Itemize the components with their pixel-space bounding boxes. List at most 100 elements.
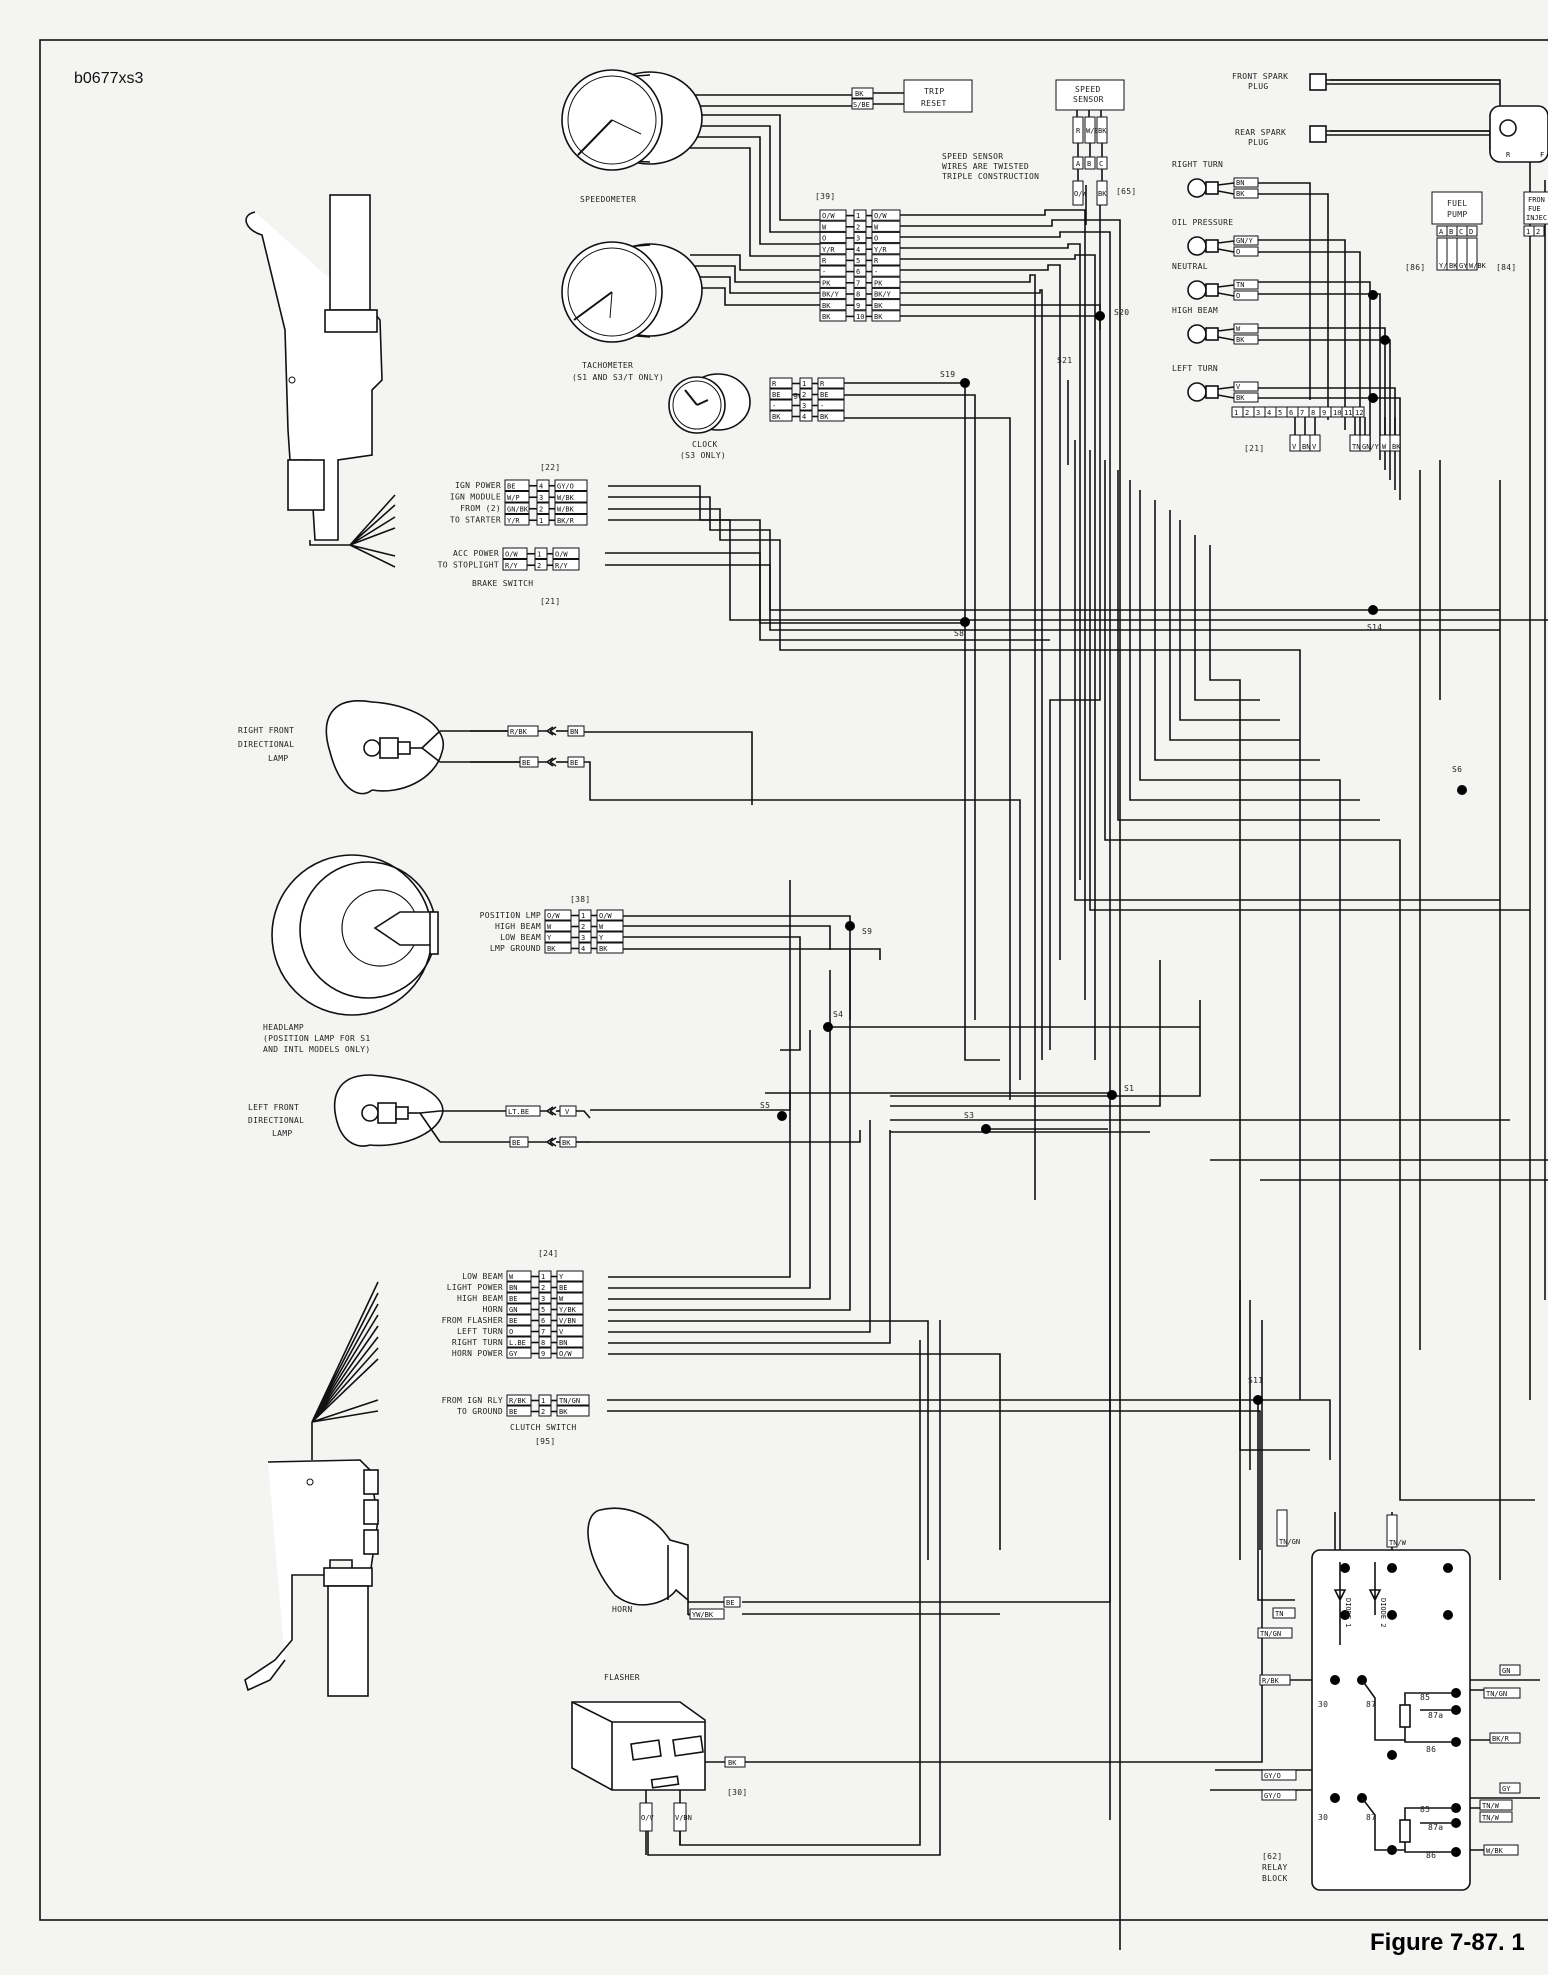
connector-id: [39]: [815, 192, 835, 201]
wire-color-text: TN/GN: [1279, 1538, 1300, 1546]
trip-reset-label: RESET: [921, 99, 947, 108]
relay-terminal: 85: [1420, 1805, 1430, 1814]
wire-color-text: V/BN: [559, 1317, 576, 1325]
wire-color-text: GY/O: [1264, 1792, 1281, 1800]
wire-color-text: O/W: [505, 551, 518, 559]
left-front-lamp-label: LEFT FRONT: [248, 1103, 299, 1112]
connector-pin-label: HORN POWER: [452, 1349, 503, 1358]
wire-color-text: GY/O: [557, 483, 574, 491]
wire-color-text: BK: [772, 413, 781, 421]
wire-color-text: GY/O: [1264, 1772, 1281, 1780]
wire-color-text: BN: [1302, 443, 1310, 451]
indicator-label: HIGH BEAM: [1172, 306, 1218, 315]
splice-label: S3: [964, 1111, 974, 1120]
wire-color: [1233, 381, 1259, 392]
rear-spark-plug-label: REAR SPARK: [1235, 128, 1286, 137]
pin-number-text: 4: [581, 945, 585, 953]
wire-color-text: BK: [547, 945, 556, 953]
wire-color: [871, 220, 901, 232]
wire-color-text: BK: [822, 302, 831, 310]
rear-spark-plug-label: PLUG: [1248, 138, 1268, 147]
left-front-lamp-label: LAMP: [272, 1129, 292, 1138]
pin-number-text: 12: [1355, 409, 1363, 417]
fuel-injector-label: FRON: [1528, 196, 1545, 204]
wire-color-text: R: [820, 380, 825, 388]
wire-color: [1479, 1811, 1513, 1823]
wire-color-text: TN/GN: [1260, 1630, 1281, 1638]
horn-label: HORN: [612, 1605, 632, 1614]
wire-color: [556, 1394, 590, 1406]
wire-color-text: O/W: [822, 212, 835, 220]
wire-color: [596, 920, 624, 932]
wire-color-text: O/W: [559, 1350, 572, 1358]
wire-color: [1479, 1799, 1513, 1811]
pin-number-text: 1: [856, 212, 860, 220]
wire-color: [554, 491, 588, 503]
wire-color: [817, 399, 845, 411]
pin-number-text: 9: [541, 1350, 545, 1358]
wire-color: [1259, 1674, 1291, 1686]
connector-pin-label: FROM FLASHER: [442, 1316, 503, 1325]
wire-color-text: BK: [1236, 394, 1245, 402]
wire-color-text: BE: [559, 1284, 567, 1292]
wire-color: [1389, 434, 1401, 452]
pin-number-text: 8: [856, 291, 860, 299]
wire-color-text: Y/BK: [559, 1306, 577, 1314]
wire-color: [1359, 434, 1371, 452]
wire-color-text: BE: [509, 1408, 517, 1416]
wire-color: [1233, 235, 1259, 246]
wire-color: [1309, 434, 1321, 452]
splice-label: S19: [940, 370, 955, 379]
wire-color: BE: [570, 759, 578, 767]
wire-color-text: W/BK: [557, 506, 575, 514]
wire-color: [556, 1270, 584, 1282]
pin-number-text: 1: [1234, 409, 1238, 417]
wire-color: [554, 502, 588, 514]
sensor-note: TRIPLE CONSTRUCTION: [942, 172, 1039, 181]
ref-id: b0677xs3: [74, 70, 143, 87]
relay-terminal: 87a: [1428, 1711, 1443, 1720]
wire-color-text: TN/GN: [559, 1397, 580, 1405]
speed-sensor-label: SPEED: [1075, 85, 1101, 94]
splice-label: S21: [1057, 356, 1072, 365]
sensor-note: WIRES ARE TWISTED: [942, 162, 1029, 171]
svg-text:A: A: [1076, 160, 1081, 168]
wire-color-text: O/W: [555, 551, 568, 559]
connector-id: [30]: [727, 1788, 747, 1797]
wire-color-text: R: [822, 257, 827, 265]
splice-label: S11: [1248, 1376, 1263, 1385]
svg-text:BK: BK: [855, 90, 864, 98]
fuel-pump-label: FUEL: [1447, 199, 1467, 208]
wire-color: BE: [726, 1599, 734, 1607]
connector-pin-label: IGN POWER: [455, 481, 501, 490]
svg-text:C: C: [1099, 160, 1103, 168]
connector-id: [95]: [535, 1437, 555, 1446]
wire-color: LT.BE: [508, 1108, 529, 1116]
pin-number-text: D: [1469, 228, 1473, 236]
wire-color: [1233, 392, 1259, 403]
connector-id: [86]: [1405, 263, 1425, 272]
wire-color-text: TN/W: [1482, 1814, 1500, 1822]
relay-terminal: 30: [1318, 1700, 1328, 1709]
wire-color-text: -: [874, 268, 878, 276]
pin-number-text: 1: [541, 1397, 545, 1405]
wire-color-text: V: [1236, 383, 1241, 391]
pin-number-text: 11: [1344, 409, 1352, 417]
relay-terminal: 87: [1366, 1700, 1376, 1709]
wire-color: BK: [728, 1759, 737, 1767]
connector-pin-label: LIGHT POWER: [447, 1283, 503, 1292]
wire-color-text: BK: [1236, 190, 1245, 198]
connector-pin-label: RIGHT TURN: [452, 1338, 503, 1347]
left-lamp-wires: LT.BE V BE BK: [440, 1105, 591, 1148]
splice-label: S6: [1452, 765, 1462, 774]
flasher-label: FLASHER: [604, 1673, 640, 1682]
wire-color-text: W/P: [507, 494, 520, 502]
wire-color-text: TN: [1352, 443, 1360, 451]
pin-number-text: 8: [541, 1339, 545, 1347]
diagram-frame: [39, 39, 1548, 1921]
wire-color-text: TN/GN: [1486, 1690, 1507, 1698]
svg-text:S/BE: S/BE: [853, 101, 870, 109]
indicator-bulb-icon: [1187, 236, 1207, 256]
